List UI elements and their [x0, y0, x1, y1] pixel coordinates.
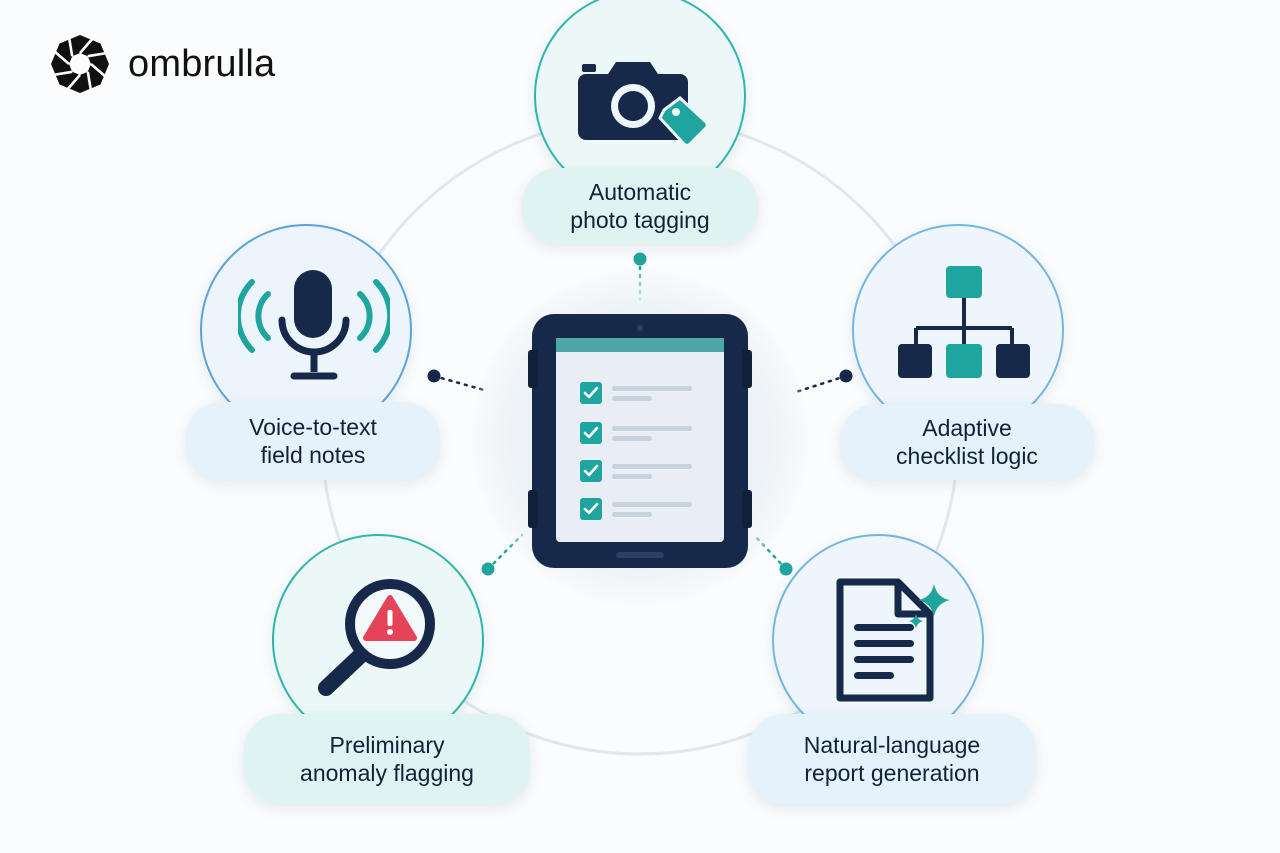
checklist-item — [580, 422, 692, 444]
connector-left — [432, 374, 486, 392]
connector-dot-top — [633, 252, 647, 266]
brand-name: ombrulla — [128, 42, 276, 85]
checklist-item — [580, 498, 692, 520]
document-sparkle-icon — [836, 578, 950, 702]
tablet-device — [528, 314, 752, 568]
connector-dot-right — [839, 369, 853, 383]
feature-label-line1: Natural-language — [803, 732, 981, 758]
feature-label-line1: Automatic — [588, 179, 692, 205]
feature-label-line1: Voice-to-text — [249, 414, 377, 440]
feature-label-line2: anomaly flagging — [300, 760, 474, 786]
brand-header: ombrulla — [50, 34, 275, 94]
checklist-item — [580, 460, 692, 482]
feature-label-line2: field notes — [260, 442, 366, 468]
microphone-icon — [238, 270, 390, 380]
magnifier-warning-icon — [318, 579, 435, 696]
checklist — [580, 382, 692, 520]
connector-dot-bottom-left — [481, 562, 495, 576]
feature-label-line1: Preliminary — [329, 732, 445, 758]
feature-label-line2: photo tagging — [570, 207, 710, 233]
hierarchy-icon — [898, 266, 1030, 378]
feature-label-line2: report generation — [804, 760, 980, 786]
camera-tag-icon — [578, 62, 709, 147]
feature-label-line2: checklist logic — [896, 443, 1038, 469]
checklist-item — [580, 382, 692, 404]
connector-dot-bottom-right — [779, 562, 793, 576]
connector-right — [794, 374, 848, 394]
feature-label-line1: Adaptive — [922, 415, 1012, 441]
connector-dot-left — [427, 369, 441, 383]
aperture-logo-icon — [51, 35, 109, 93]
